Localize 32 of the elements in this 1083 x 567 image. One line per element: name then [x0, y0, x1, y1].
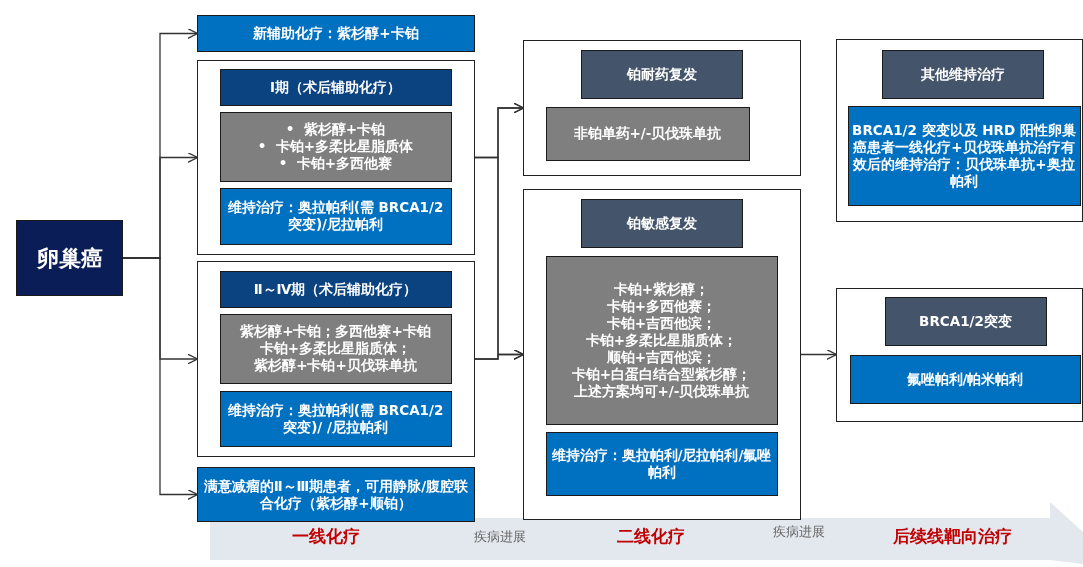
disease-box: 卵巢癌 [16, 220, 123, 296]
treatment-box: 维持治疗：奥拉帕利/尼拉帕利/氟唑帕利 [545, 431, 778, 496]
group-frame [197, 261, 475, 457]
stage-label: 一线化疗 [292, 525, 360, 548]
group-frame [836, 288, 1083, 422]
stage-label: 后续线靶向治疗 [893, 525, 1012, 548]
category-header-box: 其他维持治疗 [881, 49, 1044, 99]
treatment-box: 满意减瘤的Ⅱ～Ⅲ期患者，可用静脉/腹腔联合化疗（紫杉醇+顺铂） [197, 467, 475, 522]
regimen-box: 卡铂+紫杉醇； 卡铂+多西他赛； 卡铂+吉西他滨； 卡铂+多柔比星脂质体； 顺铂+吉西他滨； 卡铂+白蛋白结合型紫杉醇； 上述方案均可+/-贝伐珠单抗 [545, 255, 778, 425]
treatment-box: 维持治疗：奥拉帕利(需 BRCA1/2 突变)/尼拉帕利 [219, 187, 452, 245]
category-header-box: 铂耐药复发 [580, 49, 743, 99]
stage-header-box: Ⅱ～Ⅳ期（术后辅助化疗） [219, 270, 452, 308]
group-frame [523, 189, 801, 520]
stage-label: 二线化疗 [617, 525, 685, 548]
regimen-box: 紫杉醇+卡铂；多西他赛+卡铂 卡铂+多柔比星脂质体； 紫杉醇+卡铂+贝伐珠单抗 [219, 313, 452, 384]
treatment-box: 新辅助化疗：紫杉醇+卡铂 [197, 15, 475, 52]
connector-arrow [122, 257, 199, 501]
category-header-box: 铂敏感复发 [580, 198, 743, 248]
category-header-box: BRCA1/2突变 [884, 296, 1047, 346]
regimen-box: 非铂单药+/-贝伐珠单抗 [545, 106, 750, 161]
stage-header-box: Ⅰ期（术后辅助化疗） [219, 68, 452, 106]
group-frame [836, 39, 1083, 222]
regimen-box: • 紫杉醇+卡铂 • 卡铂+多柔比星脂质体 • 卡铂+多西他赛 [219, 111, 452, 182]
treatment-box: 氟唑帕利/帕米帕利 [849, 354, 1081, 404]
group-frame [523, 40, 801, 176]
progression-label: 疾病进展 [773, 523, 825, 541]
connector-arrow [800, 348, 838, 361]
progression-label: 疾病进展 [474, 528, 526, 546]
connector-arrow [474, 348, 525, 361]
treatment-box: BRCA1/2 突变以及 HRD 阳性卵巢癌患者一线化疗+贝伐珠单抗治疗有效后的维持治疗：贝伐珠单抗+奥拉帕利 [847, 105, 1081, 206]
treatment-box: 维持治疗：奥拉帕利(需 BRCA1/2 突变)/ /尼拉帕利 [219, 390, 452, 447]
group-frame [197, 60, 475, 255]
